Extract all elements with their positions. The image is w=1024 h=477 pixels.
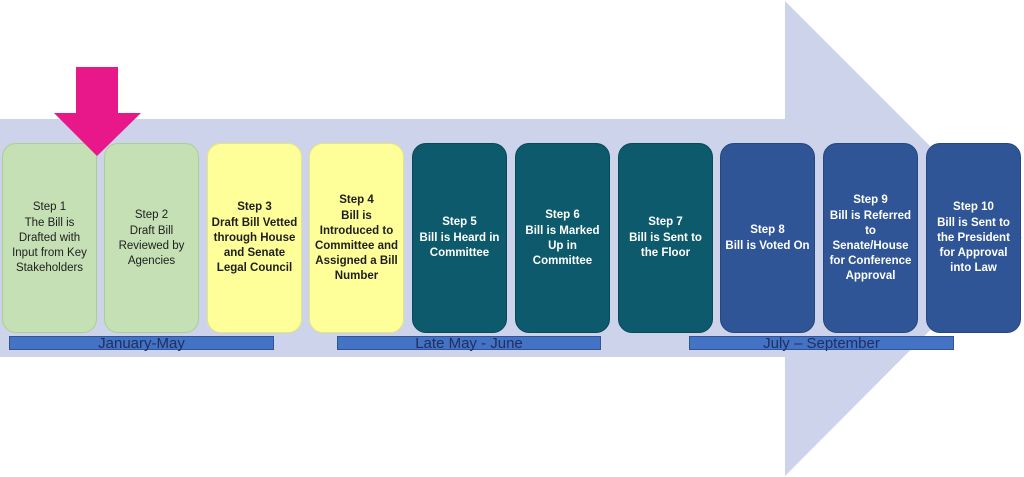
step-2-box: Step 2 Draft Bill Reviewed by Agencies	[104, 143, 199, 333]
step-description: Bill is Voted On	[725, 239, 810, 252]
step-description: Bill is Marked Up in Committee	[525, 224, 600, 267]
step-number: Step 1	[32, 201, 67, 213]
step-description: Bill is Sent to the President for Approv…	[937, 217, 1010, 274]
step-1-box: Step 1 The Bill is Drafted with Input fr…	[2, 143, 97, 333]
step-number: Step 6	[545, 208, 580, 221]
step-description: Draft Bill Reviewed by Agencies	[118, 224, 185, 267]
step-description: Bill is Referred to Senate/House for Con…	[829, 209, 912, 282]
step-10-box: Step 10 Bill is Sent to the President fo…	[926, 143, 1021, 333]
step-4-box: Step 4 Bill is Introduced to Committee a…	[309, 143, 404, 333]
step-description: The Bill is Drafted with Input from Key …	[12, 217, 87, 274]
step-number: Step 8	[750, 223, 785, 236]
step-number: Step 4	[339, 193, 374, 206]
step-7-box: Step 7 Bill is Sent to the Floor	[618, 143, 713, 333]
period-late-may-june: Late May - June	[337, 336, 601, 351]
step-number: Step 7	[648, 216, 683, 228]
step-number: Step 3	[237, 201, 272, 213]
step-3-box: Step 3 Draft Bill Vetted through House a…	[207, 143, 302, 333]
step-6-box: Step 6 Bill is Marked Up in Committee	[515, 143, 610, 333]
step-number: Step 10	[953, 201, 994, 213]
step-description: Bill is Introduced to Committee and Assi…	[314, 209, 399, 282]
step-5-box: Step 5 Bill is Heard in Committee	[412, 143, 507, 333]
step-number: Step 9	[853, 193, 888, 206]
period-july-september: July – September	[689, 336, 954, 351]
step-8-box: Step 8 Bill is Voted On	[720, 143, 815, 333]
period-january-may: January-May	[9, 336, 274, 351]
step-description: Bill is Heard in Committee	[419, 232, 500, 259]
step-description: Draft Bill Vetted through House and Sena…	[211, 217, 298, 274]
step-9-box: Step 9 Bill is Referred to Senate/House …	[823, 143, 918, 333]
step-number: Step 2	[134, 208, 169, 221]
step-description: Bill is Sent to the Floor	[629, 232, 702, 259]
step-number: Step 5	[442, 216, 477, 228]
